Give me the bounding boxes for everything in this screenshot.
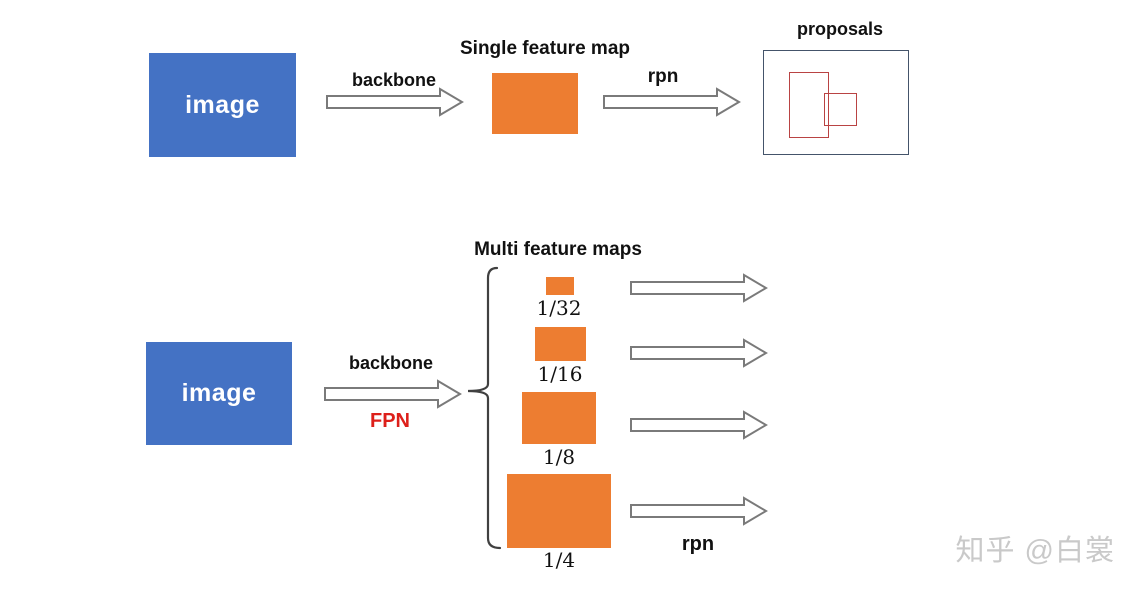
proposal-rect-small (824, 93, 857, 126)
scale-label-1-8: 1/8 (542, 445, 576, 469)
feature-map-box-1-8 (522, 392, 596, 444)
backbone-arrow-icon (324, 379, 462, 409)
backbone-label-fpn: backbone (348, 353, 434, 373)
rpn-arrow-icon (630, 410, 768, 440)
rpn-arrow-icon (630, 338, 768, 368)
fpn-label: FPN (370, 410, 410, 432)
proposals-box (763, 50, 909, 155)
feature-map-box-1-4 (507, 474, 611, 548)
image-label-single: image (185, 90, 260, 119)
left-curly-brace-icon (467, 266, 502, 550)
proposal-rect-large (789, 72, 829, 138)
watermark: 知乎 @白裳 (955, 535, 1115, 567)
backbone-label-single: backbone (351, 70, 437, 90)
rpn-label-fpn: rpn (681, 533, 715, 555)
feature-map-box-single (492, 73, 578, 134)
multi-feature-maps-title: Multi feature maps (474, 239, 642, 260)
image-label-fpn: image (181, 379, 257, 407)
image-box-fpn: image (146, 342, 292, 445)
single-feature-map-title: Single feature map (460, 38, 630, 59)
scale-label-1-32: 1/32 (536, 296, 582, 320)
rpn-arrow-icon (603, 87, 741, 117)
image-box-single: image (149, 53, 296, 157)
backbone-arrow-icon (326, 87, 464, 117)
proposals-title: proposals (796, 19, 884, 39)
scale-label-1-4: 1/4 (542, 548, 576, 572)
rpn-arrow-icon (630, 273, 768, 303)
feature-map-box-1-32 (546, 277, 574, 295)
rpn-label-single: rpn (647, 66, 679, 87)
scale-label-1-16: 1/16 (537, 362, 583, 386)
feature-map-box-1-16 (535, 327, 586, 361)
rpn-arrow-icon (630, 496, 768, 526)
